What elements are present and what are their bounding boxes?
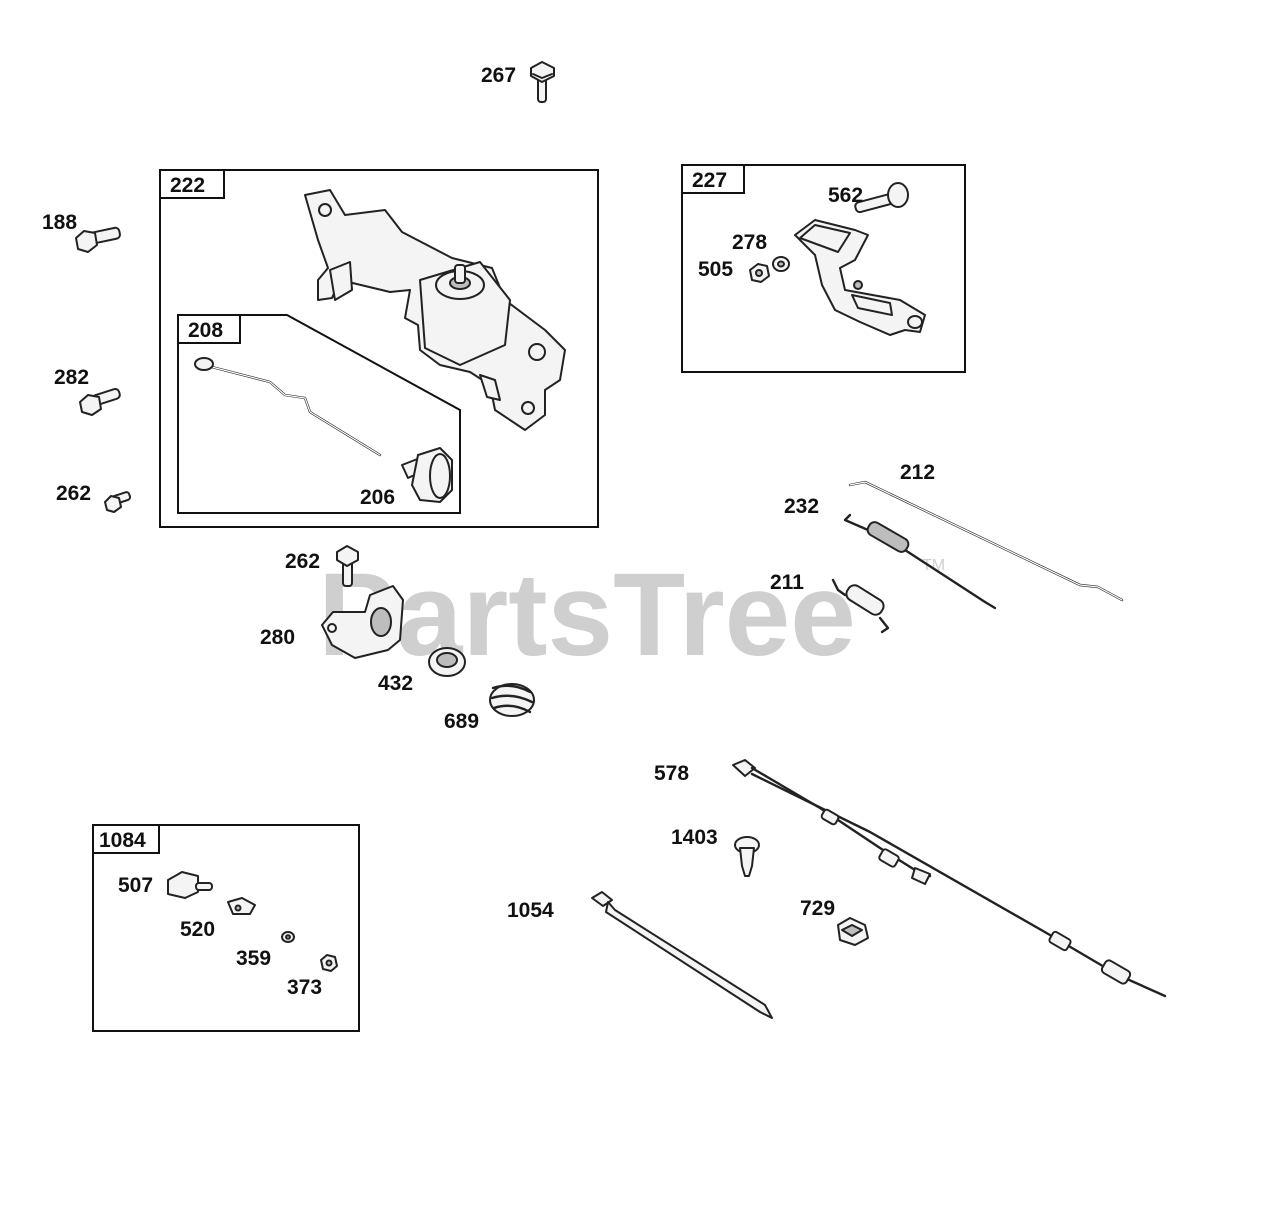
bolt-262-middle-icon[interactable]: [336, 545, 359, 587]
label-578: 578: [654, 762, 689, 785]
group-1084-label: 1084: [99, 829, 146, 852]
bolt-188-icon[interactable]: [75, 226, 121, 253]
bolt-267-icon[interactable]: [530, 61, 555, 103]
watermark-trademark: TM: [922, 557, 945, 574]
label-689: 689: [444, 710, 479, 733]
bushing-432-icon[interactable]: [428, 647, 466, 677]
label-359: 359: [236, 947, 271, 970]
cable-tie-1054-icon[interactable]: [591, 891, 773, 1019]
washer-359-icon[interactable]: [281, 931, 295, 943]
link-rod-208-icon[interactable]: [194, 357, 382, 457]
screw-1403-icon[interactable]: [734, 836, 760, 877]
label-280: 280: [260, 626, 295, 649]
nut-373-icon[interactable]: [320, 954, 338, 972]
label-188: 188: [42, 211, 77, 234]
label-729: 729: [800, 897, 835, 920]
bracket-280-icon[interactable]: [321, 585, 404, 659]
group-222[interactable]: 222: [159, 169, 599, 528]
spring-689-icon[interactable]: [489, 683, 535, 717]
bolt-282-icon[interactable]: [79, 387, 121, 416]
harness-578-icon[interactable]: [732, 759, 1167, 998]
label-562: 562: [828, 184, 863, 207]
group-227[interactable]: 227: [681, 164, 966, 373]
label-278: 278: [732, 231, 767, 254]
terminal-520-icon[interactable]: [227, 897, 256, 915]
label-432: 432: [378, 672, 413, 695]
label-520: 520: [180, 918, 215, 941]
label-507: 507: [118, 874, 153, 897]
label-212: 212: [900, 461, 935, 484]
label-373: 373: [287, 976, 322, 999]
spring-211-icon[interactable]: [831, 578, 890, 634]
bolt-262-left-icon[interactable]: [104, 491, 132, 513]
throttle-bracket-227-icon[interactable]: [794, 219, 926, 336]
label-1403: 1403: [671, 826, 718, 849]
switch-507-icon[interactable]: [167, 871, 213, 899]
label-211: 211: [770, 571, 804, 594]
group-208[interactable]: 208: [177, 314, 461, 514]
label-232: 232: [784, 495, 819, 518]
bolt-562-icon[interactable]: [854, 182, 909, 214]
label-282: 282: [54, 366, 89, 389]
label-267: 267: [481, 64, 516, 87]
nut-505-icon[interactable]: [749, 263, 770, 283]
label-206: 206: [360, 486, 395, 509]
watermark-text: PartsTree: [318, 549, 856, 681]
group-208-label: 208: [188, 319, 223, 342]
knob-206-icon[interactable]: [401, 447, 453, 503]
label-1054: 1054: [507, 899, 554, 922]
group-222-label: 222: [170, 174, 205, 197]
label-505: 505: [698, 258, 733, 281]
label-262-left: 262: [56, 482, 91, 505]
group-227-label: 227: [692, 169, 727, 192]
governor-bracket-222-icon[interactable]: [304, 189, 566, 431]
rod-212-icon[interactable]: [848, 480, 1124, 602]
label-262-middle: 262: [285, 550, 320, 573]
washer-278-icon[interactable]: [772, 256, 790, 272]
clip-729-icon[interactable]: [837, 917, 869, 946]
group-1084[interactable]: 1084: [92, 824, 360, 1032]
spring-232-icon[interactable]: [843, 513, 997, 610]
